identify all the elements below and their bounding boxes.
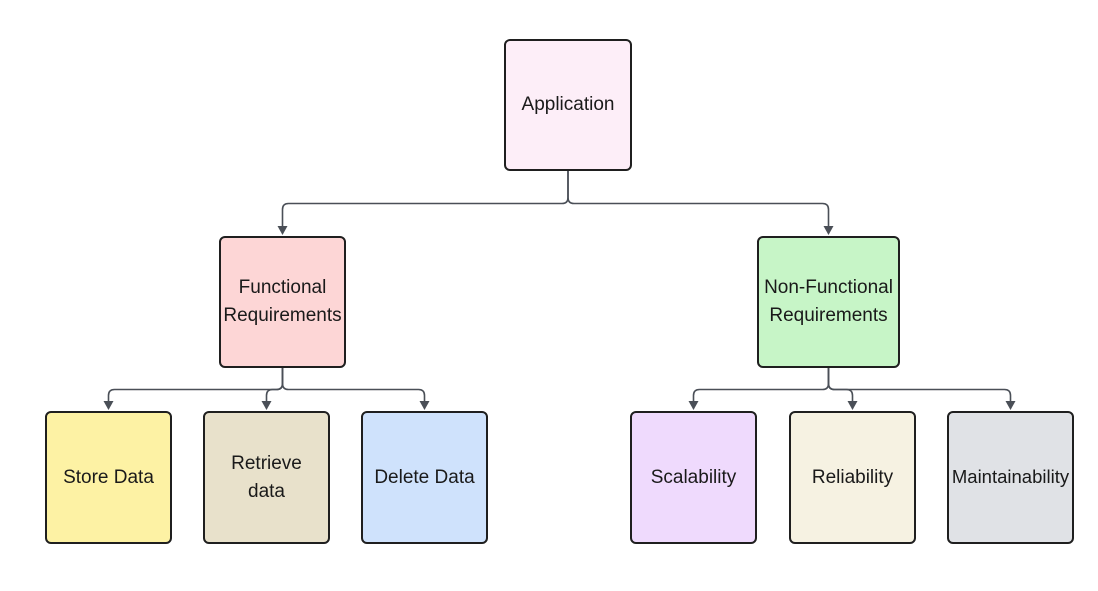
connector-nonfunctional-to-reliability: [827, 368, 854, 403]
arrowhead-store: [103, 401, 114, 410]
node-non-functional-requirements[interactable]: Non-Functional Requirements: [757, 236, 900, 368]
node-retrieve-data-label: Retrieve data: [231, 452, 302, 502]
arrowhead-scalability: [688, 401, 699, 410]
node-reliability[interactable]: Reliability: [789, 411, 916, 544]
node-application-label: Application: [521, 94, 615, 116]
node-reliability-label: Reliability: [811, 466, 894, 488]
arrowhead-maintainability: [1005, 401, 1016, 410]
node-retrieve-data[interactable]: Retrieve data: [203, 411, 330, 544]
node-application[interactable]: Application: [504, 39, 632, 171]
node-delete-data[interactable]: Delete Data: [361, 411, 488, 544]
node-store-data-label: Store Data: [63, 466, 154, 488]
connector-application-to-nonfunctional: [567, 171, 830, 228]
connector-nonfunctional-to-scalability: [692, 368, 830, 403]
arrowhead-reliability: [847, 401, 858, 410]
connector-functional-to-delete: [281, 368, 426, 403]
node-functional-requirements-label: Functional Requirements: [223, 277, 342, 326]
connector-nonfunctional-to-maintainability: [827, 368, 1012, 403]
arrowhead-retrieve: [261, 401, 272, 410]
node-maintainability[interactable]: Maintainability: [947, 411, 1074, 544]
arrowhead-delete: [419, 401, 430, 410]
connector-functional-to-retrieve: [265, 368, 284, 403]
arrowhead-nonfunctional: [823, 226, 834, 235]
node-scalability-label: Scalability: [650, 466, 737, 488]
connector-functional-to-store: [107, 368, 284, 403]
connector-application-to-functional: [281, 171, 569, 228]
arrowhead-functional: [277, 226, 288, 235]
node-maintainability-label: Maintainability: [951, 466, 1070, 488]
node-functional-requirements[interactable]: Functional Requirements: [219, 236, 346, 368]
node-non-functional-requirements-label: Non-Functional Requirements: [764, 277, 893, 326]
node-delete-data-label: Delete Data: [374, 466, 475, 488]
node-scalability[interactable]: Scalability: [630, 411, 757, 544]
node-store-data[interactable]: Store Data: [45, 411, 172, 544]
